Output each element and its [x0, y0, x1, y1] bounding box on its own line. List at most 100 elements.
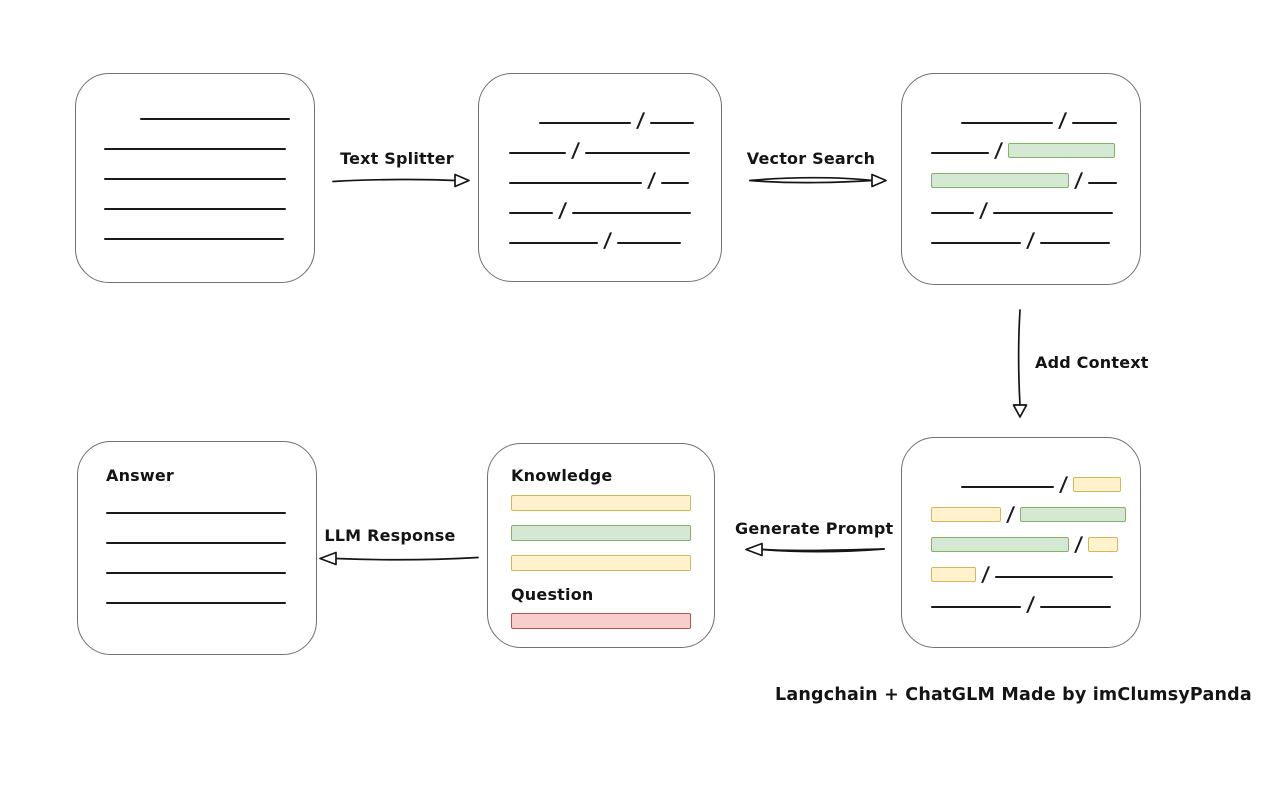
add-context-label: Add Context [1035, 353, 1149, 372]
document-lines [76, 74, 314, 244]
indent-spacer [931, 491, 955, 492]
chunk-row: / [931, 128, 1116, 162]
split-chunks-lines: ///// [479, 74, 721, 252]
slash-separator: / [1058, 472, 1069, 496]
text-line [106, 542, 286, 544]
context-chunks-lines: / / / / / [902, 438, 1140, 616]
document-node [75, 73, 315, 283]
text-line [509, 152, 566, 154]
text-line [1040, 242, 1111, 244]
llm-response-label: LLM Response [324, 526, 456, 545]
text-line [931, 152, 989, 154]
text-line [931, 212, 974, 214]
green-bar [511, 525, 691, 541]
yellow-highlight-bar [1073, 477, 1122, 492]
text-line [995, 576, 1114, 578]
green-highlight-bar [931, 537, 1069, 552]
slash-separator: / [1005, 502, 1016, 526]
chunk-row: / [509, 158, 693, 192]
chunk-row [104, 154, 286, 184]
chunk-row: / [931, 582, 1114, 616]
indent-spacer [509, 127, 533, 128]
chunk-row: / [509, 188, 693, 222]
chunk-row [104, 94, 290, 124]
indent-spacer [931, 127, 955, 128]
text-line [106, 602, 286, 604]
knowledge-bars [511, 495, 691, 571]
yellow-bar [511, 555, 691, 571]
add-context-arrow [1012, 309, 1028, 418]
slash-separator: / [1073, 168, 1084, 192]
text-line [1040, 606, 1112, 608]
slash-separator: / [1025, 592, 1036, 616]
text-line [539, 122, 631, 124]
generate-prompt-arrow [745, 542, 885, 557]
text-line [585, 152, 691, 154]
slash-separator: / [1025, 228, 1036, 252]
text-splitter-arrow [332, 173, 470, 188]
yellow-bar [511, 495, 691, 511]
text-line [104, 238, 284, 240]
text-line [509, 242, 598, 244]
diagram-caption: Langchain + ChatGLM Made by imClumsyPand… [775, 685, 1252, 705]
text-line [140, 118, 290, 120]
chunk-row [104, 124, 286, 154]
text-line [104, 178, 286, 180]
question-label: Question [511, 585, 594, 604]
chunk-row [104, 184, 286, 214]
chunk-row: / [931, 522, 1119, 556]
text-splitter-label: Text Splitter [340, 149, 454, 168]
text-line [1072, 122, 1118, 124]
answer-node: Answer [77, 441, 317, 655]
knowledge-label: Knowledge [511, 466, 613, 485]
chunk-row [106, 548, 288, 578]
generate-prompt-label: Generate Prompt [735, 519, 894, 538]
text-line [961, 486, 1054, 488]
chunk-row: / [931, 98, 1118, 132]
chunk-row: / [931, 552, 1114, 586]
prompt-node: Knowledge Question [487, 443, 715, 648]
text-line [572, 212, 692, 214]
slash-separator: / [980, 562, 991, 586]
yellow-highlight-bar [931, 507, 1001, 522]
chunk-row: / [931, 462, 1122, 496]
matched-chunks-node: ///// [901, 73, 1141, 285]
llm-response-arrow [319, 551, 479, 566]
text-line [1088, 182, 1118, 184]
text-line [509, 182, 642, 184]
red-bar [511, 613, 691, 629]
chunk-row [104, 214, 286, 244]
text-line [931, 242, 1021, 244]
answer-label: Answer [106, 466, 175, 485]
text-line [104, 208, 286, 210]
green-highlight-bar [1008, 143, 1116, 158]
chunk-row: / [509, 98, 695, 132]
context-chunks-node: / / / / / [901, 437, 1141, 648]
slash-separator: / [635, 108, 646, 132]
text-line [931, 606, 1021, 608]
slash-separator: / [978, 198, 989, 222]
text-line [617, 242, 682, 244]
text-line [661, 182, 690, 184]
slash-separator: / [602, 228, 613, 252]
chunk-row: / [931, 218, 1114, 252]
vector-search-arrow [749, 173, 887, 188]
text-line [509, 212, 553, 214]
chunk-row [106, 518, 288, 548]
yellow-highlight-bar [931, 567, 976, 582]
text-line [993, 212, 1114, 214]
chunk-row [106, 578, 288, 608]
slash-separator: / [1057, 108, 1068, 132]
answer-lines [106, 488, 288, 608]
green-highlight-bar [931, 173, 1069, 188]
text-line [106, 512, 286, 514]
chunk-row: / [931, 188, 1114, 222]
text-line [104, 148, 286, 150]
slash-separator: / [1073, 532, 1084, 556]
chunk-row [106, 488, 288, 518]
vector-search-label: Vector Search [746, 149, 876, 168]
indent-spacer [104, 123, 134, 124]
text-line [961, 122, 1053, 124]
chunk-row: / [509, 128, 693, 162]
